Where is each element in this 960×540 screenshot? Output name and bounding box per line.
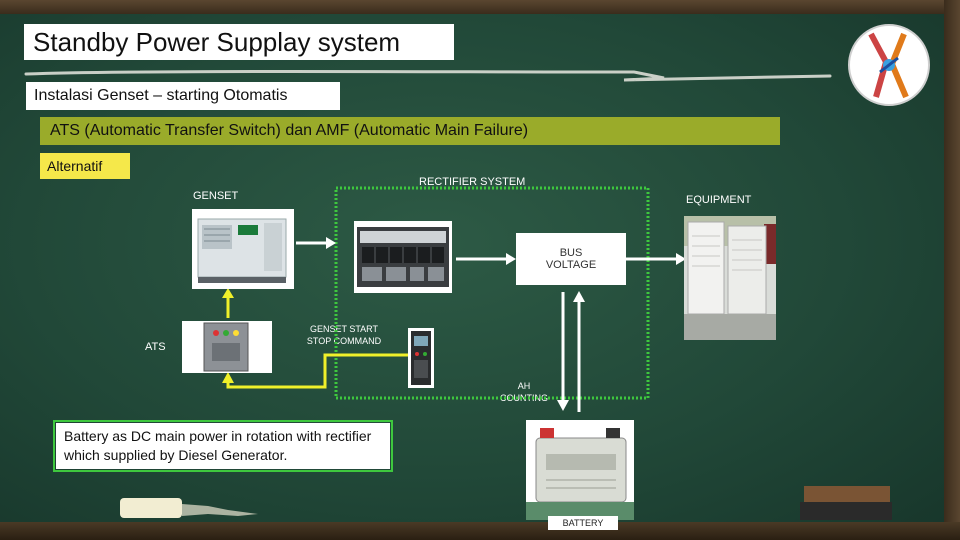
arrowhead-bus-to-battery: [557, 400, 569, 411]
board-frame-bottom: [0, 522, 960, 540]
bus-voltage-line1: BUS: [559, 247, 583, 259]
rectifier-boundary: [334, 186, 650, 400]
slide-subtitle: Instalasi Genset – starting Otomatis: [26, 82, 340, 110]
genset-command-line1: GENSET START: [309, 324, 378, 334]
note-border: [53, 420, 393, 472]
arrowhead-command: [222, 372, 234, 383]
arrowhead-bus-equipment: [676, 253, 686, 265]
ats-panel-photo: [182, 321, 272, 373]
battery-label: BATTERY: [548, 516, 618, 530]
arrowhead-genset-rectifier: [326, 237, 336, 249]
chalk-underline: [24, 70, 832, 82]
ats-banner: ATS (Automatic Transfer Switch) dan AMF …: [40, 117, 780, 145]
equipment-photo: [684, 216, 776, 340]
ah-counting-line1: AH: [517, 381, 531, 391]
chalk-piece: [120, 498, 258, 518]
genset-photo: [192, 209, 294, 289]
genset-label: GENSET: [193, 190, 239, 202]
equipment-label: EQUIPMENT: [686, 194, 752, 206]
genset-command-label: GENSET START STOP COMMAND: [300, 323, 388, 347]
slide-title: Standby Power Supplay system: [24, 24, 454, 60]
controller-photo: [408, 328, 434, 388]
wire-command: [226, 353, 408, 389]
eraser: [800, 486, 892, 520]
bus-voltage-box: BUS VOLTAGE: [516, 233, 626, 285]
ats-label: ATS: [145, 341, 166, 353]
board-frame-right: [944, 0, 960, 540]
rectifier-system-label: RECTIFIER SYSTEM: [419, 176, 526, 188]
alternatif-tag: Alternatif: [40, 153, 130, 179]
arrowhead-battery-to-bus: [573, 291, 585, 302]
rectifier-photo: [354, 221, 452, 293]
battery-photo: [526, 420, 634, 520]
board-frame-top: [0, 0, 960, 14]
genset-command-line2: STOP COMMAND: [306, 336, 382, 346]
bus-voltage-line2: VOLTAGE: [545, 259, 597, 271]
arrowhead-ats-genset: [222, 288, 234, 298]
battery-note: Battery as DC main power in rotation wit…: [56, 423, 390, 469]
logo-emblem: [848, 24, 930, 106]
arrowhead-rectifier-bus: [506, 253, 516, 265]
